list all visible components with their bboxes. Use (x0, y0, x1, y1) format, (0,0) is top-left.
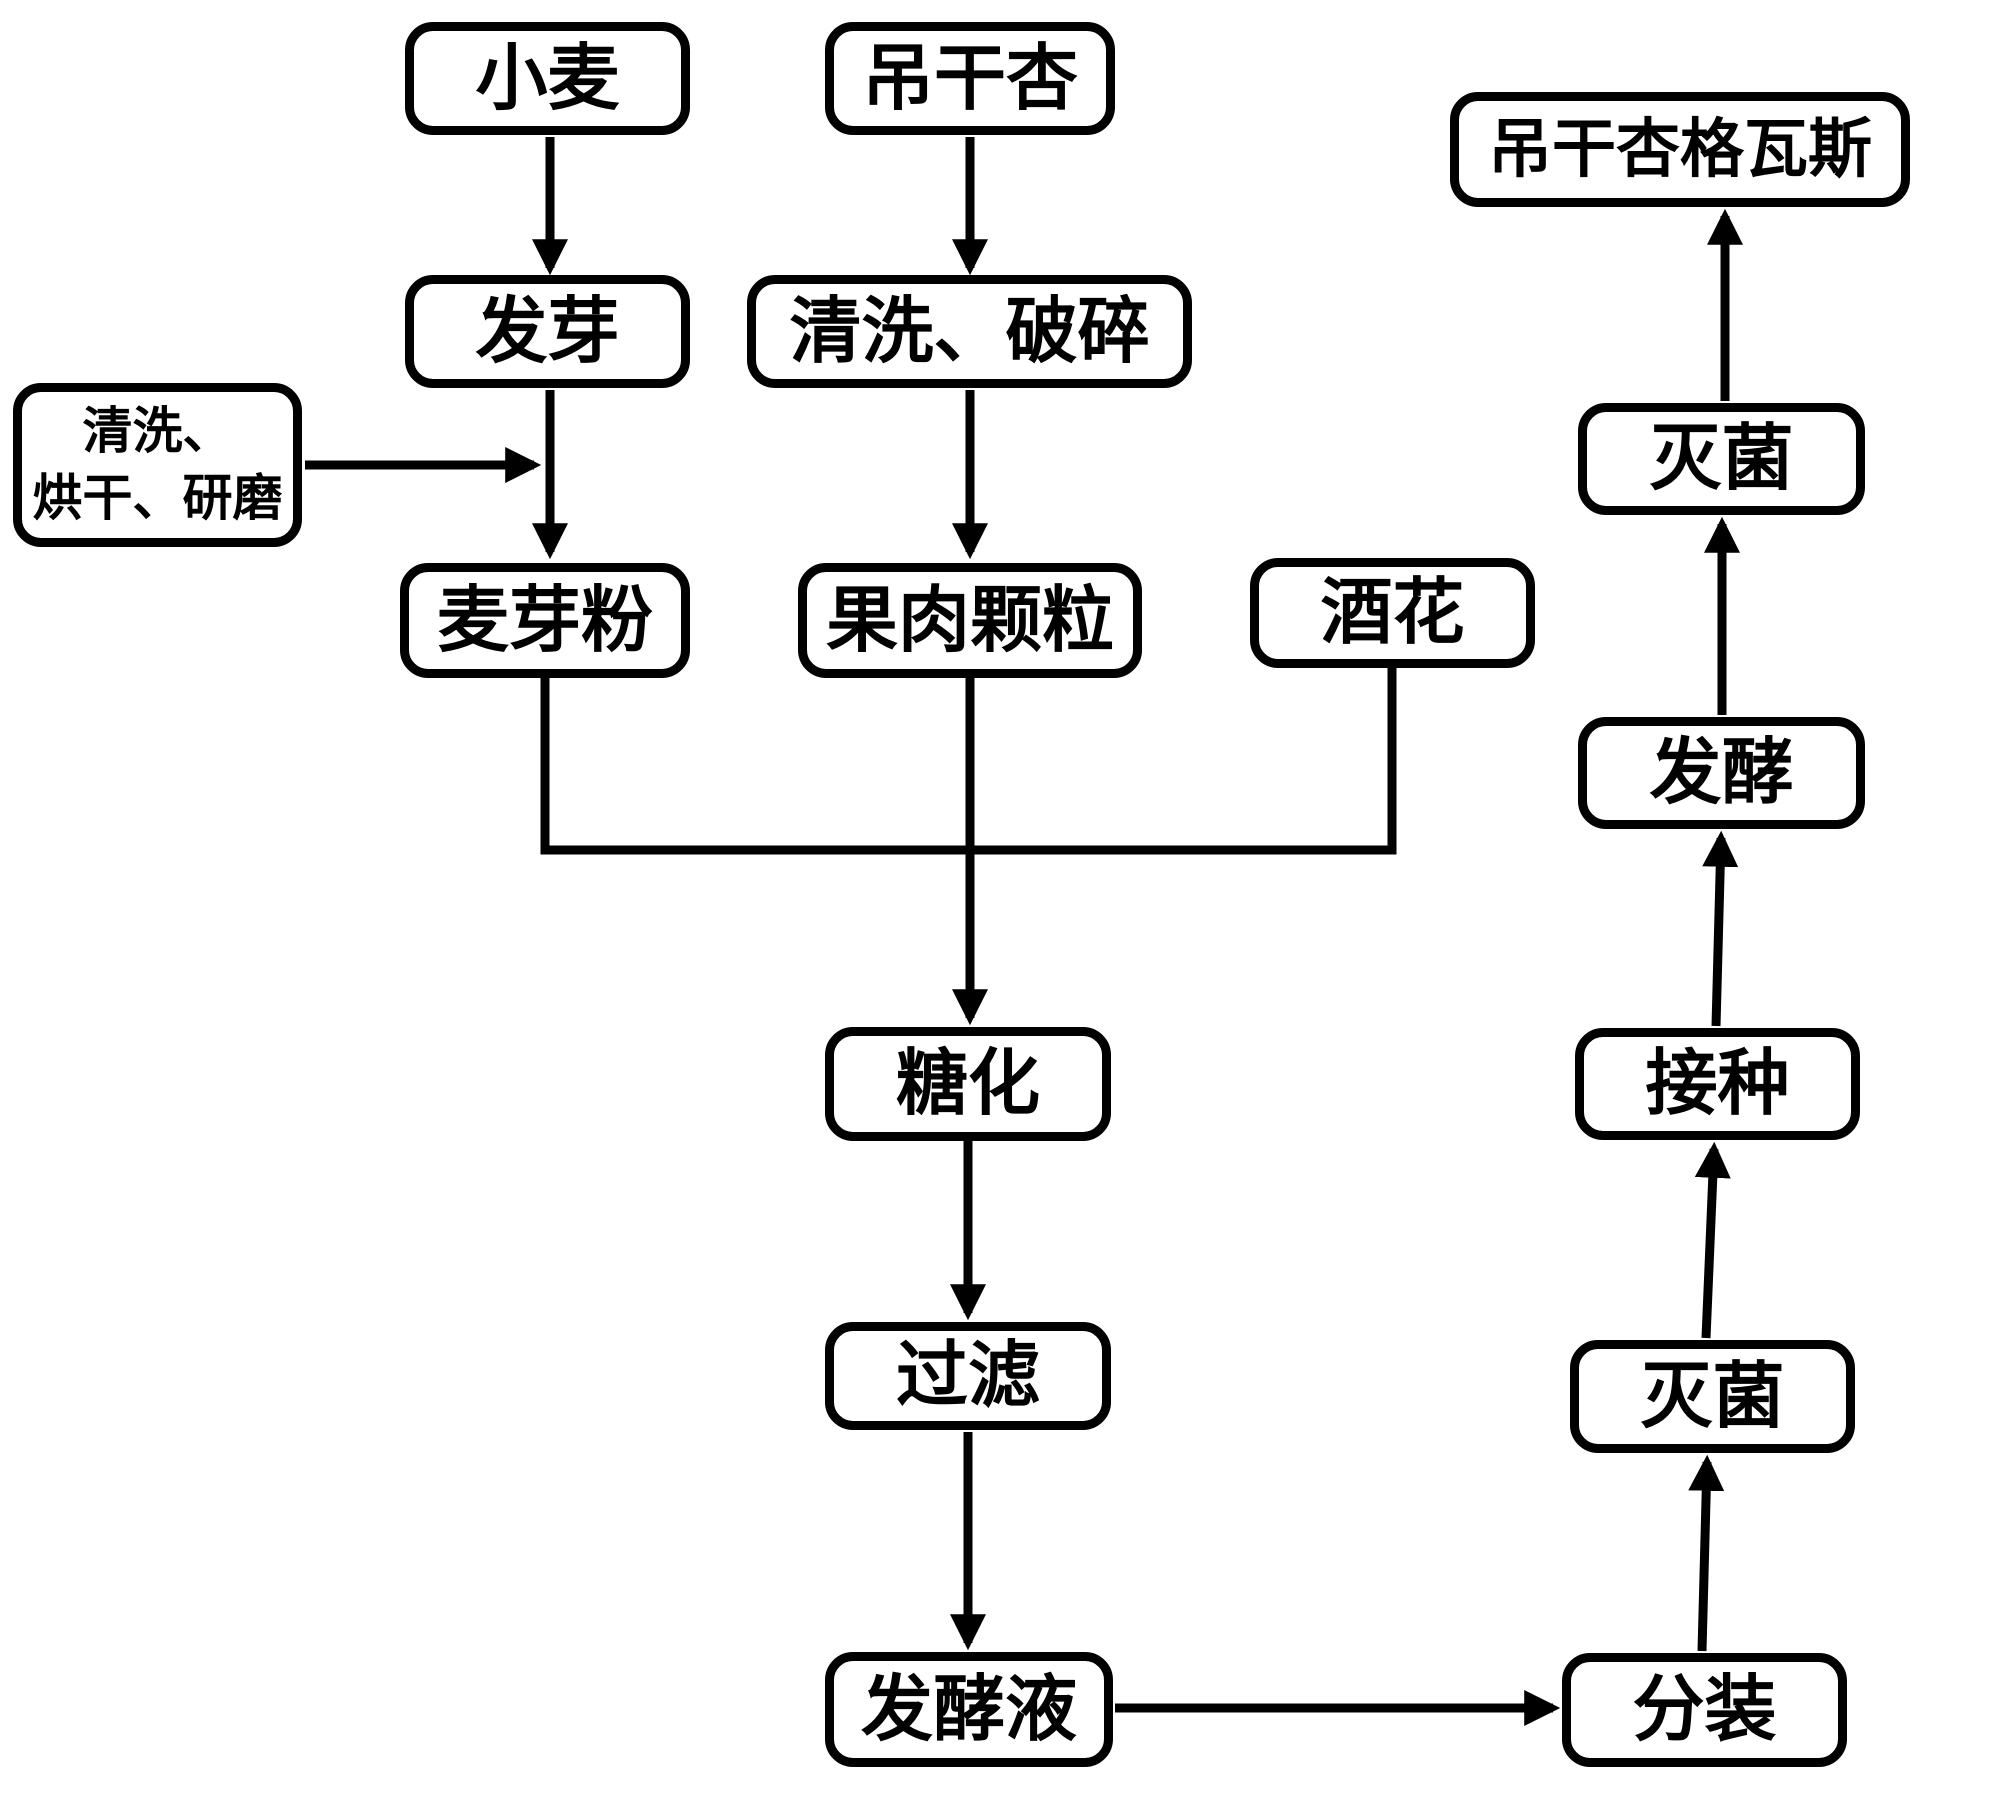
node-filling: 分装 (1562, 1653, 1847, 1767)
node-malt-powder-label: 麦芽粉 (436, 580, 653, 661)
node-germination-label: 发芽 (475, 291, 620, 372)
node-washing-drying-grinding-line1: 清洗、 (82, 402, 233, 459)
node-wheat-label: 小麦 (475, 38, 620, 119)
node-dried-apricot-kvass: 吊干杏格瓦斯 (1450, 92, 1910, 207)
node-filling-label: 分装 (1632, 1670, 1777, 1750)
node-saccharification-label: 糖化 (895, 1044, 1040, 1124)
node-inoculation: 接种 (1575, 1028, 1860, 1140)
node-washing-crushing: 清洗、破碎 (747, 275, 1192, 388)
node-hops: 酒花 (1250, 558, 1535, 668)
node-dried-apricot-kvass-label: 吊干杏格瓦斯 (1488, 113, 1872, 185)
node-pulp-granules: 果肉颗粒 (798, 563, 1142, 678)
node-washing-drying-grinding-line2: 烘干、研磨 (32, 470, 283, 526)
node-dried-apricot-label: 吊干杏 (861, 38, 1078, 119)
node-fermentation-broth-label: 发酵液 (860, 1669, 1077, 1750)
edge-inoculation-to-fermentation (1702, 830, 1739, 1027)
node-washing-drying-grinding: 清洗、 烘干、研磨 (13, 383, 302, 547)
edge-sterilization2-to-inoculation (1694, 1141, 1731, 1339)
node-fermentation: 发酵 (1578, 717, 1865, 829)
node-malt-powder: 麦芽粉 (400, 563, 690, 678)
node-sterilization-2-label: 灭菌 (1640, 1356, 1785, 1437)
node-sterilization-2: 灭菌 (1570, 1340, 1855, 1453)
node-wheat: 小麦 (405, 22, 690, 135)
node-sterilization-1-label: 灭菌 (1649, 419, 1794, 499)
node-saccharification: 糖化 (825, 1027, 1111, 1141)
node-filtration: 过滤 (825, 1322, 1111, 1430)
node-pulp-granules-label: 果肉颗粒 (825, 580, 1114, 661)
node-inoculation-label: 接种 (1645, 1044, 1790, 1124)
node-fermentation-broth: 发酵液 (825, 1652, 1113, 1767)
edge-filling-to-sterilization2 (1688, 1454, 1725, 1652)
node-fermentation-label: 发酵 (1649, 733, 1794, 813)
node-sterilization-1: 灭菌 (1578, 403, 1865, 515)
node-filtration-label: 过滤 (895, 1336, 1040, 1416)
node-dried-apricot: 吊干杏 (825, 22, 1115, 135)
node-washing-crushing-label: 清洗、破碎 (789, 291, 1150, 372)
node-hops-label: 酒花 (1320, 573, 1465, 653)
node-germination: 发芽 (405, 275, 690, 388)
